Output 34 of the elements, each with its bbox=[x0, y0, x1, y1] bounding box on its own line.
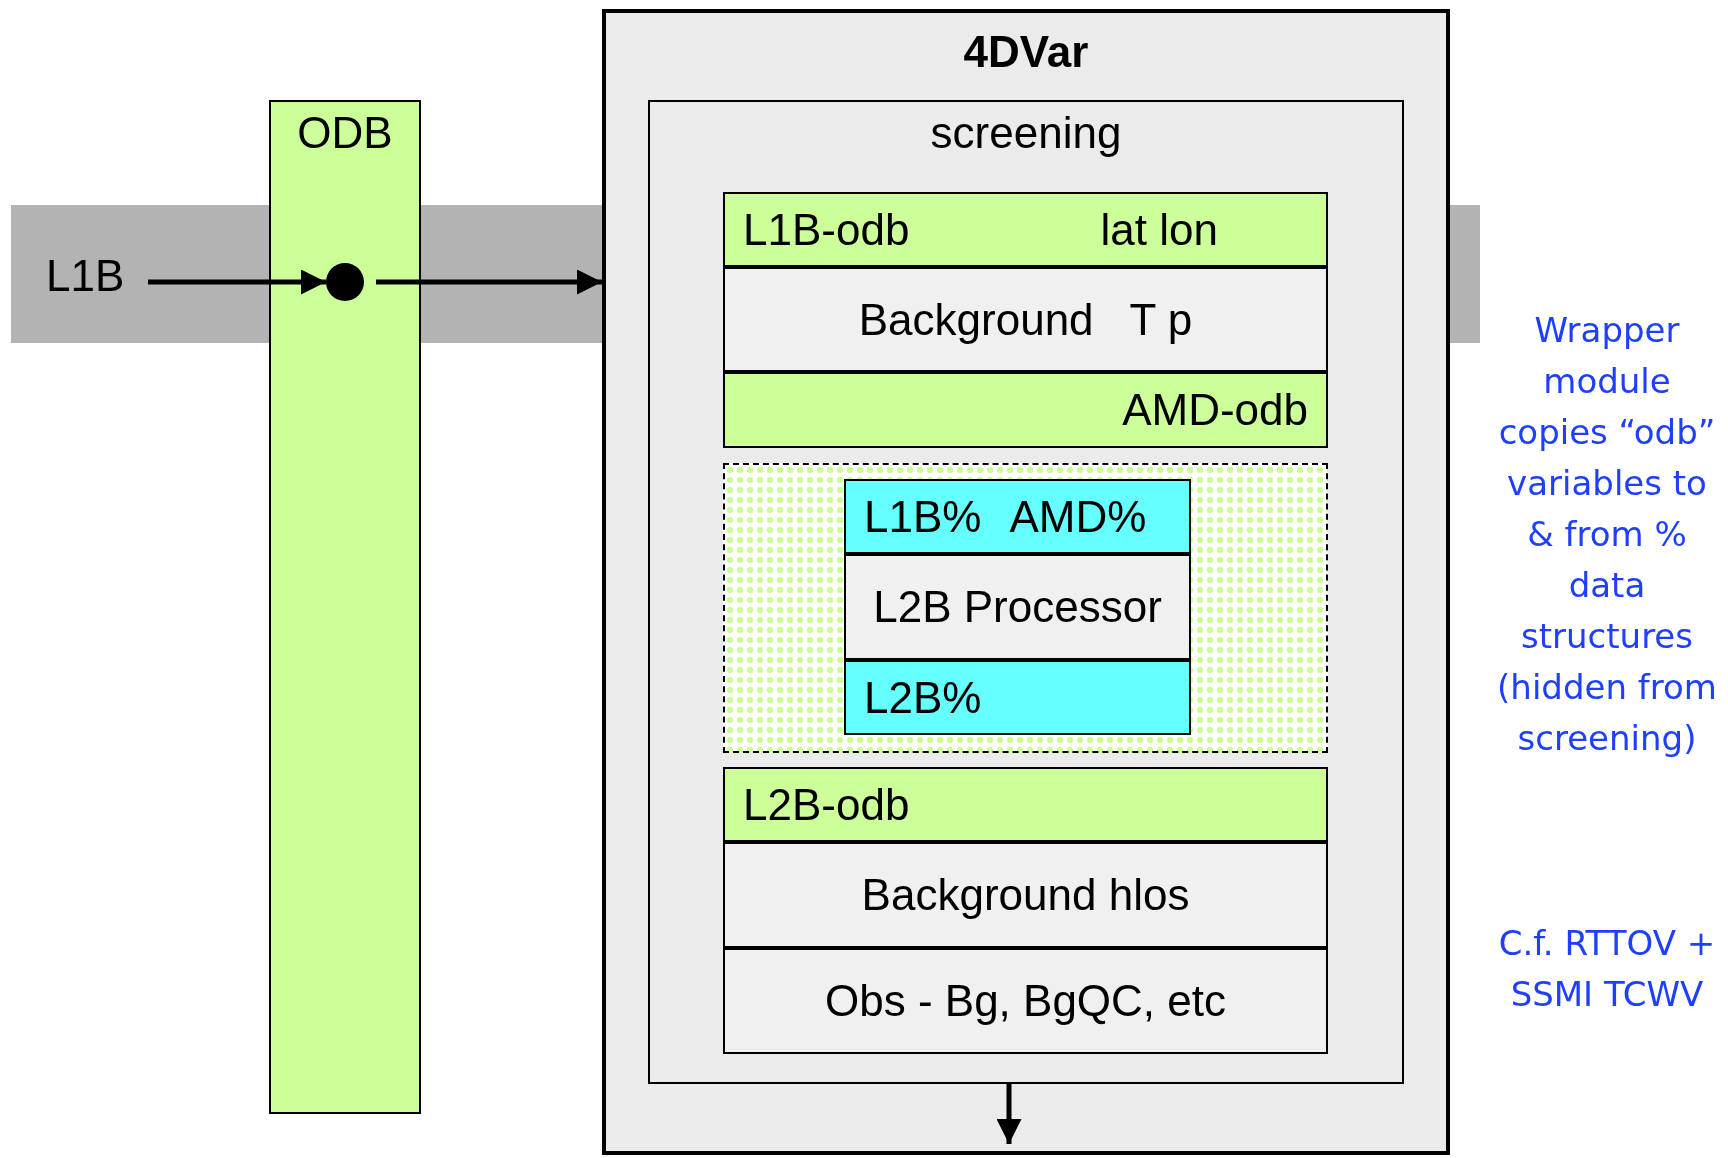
table-row bbox=[844, 660, 1191, 735]
note-text: C.f. RTTOV + SSMI TCWV bbox=[1497, 922, 1717, 1016]
dashed-group-box bbox=[723, 463, 1328, 753]
junction-dot bbox=[326, 263, 364, 301]
arrow bbox=[376, 269, 602, 295]
box-title: 4DVar bbox=[962, 27, 1090, 77]
row-label: L2B% bbox=[864, 672, 982, 723]
table-row bbox=[723, 842, 1328, 948]
row-label: lat lon bbox=[1100, 204, 1218, 255]
row-label: Background T p bbox=[858, 294, 1193, 345]
table-row bbox=[723, 948, 1328, 1054]
row-label: L1B% bbox=[864, 491, 982, 542]
arrow bbox=[996, 1084, 1022, 1144]
input-label: L1B bbox=[46, 251, 125, 301]
row-label: L2B-odb bbox=[743, 779, 910, 830]
table-row bbox=[723, 267, 1328, 372]
table-row bbox=[723, 192, 1328, 267]
container-box bbox=[269, 100, 421, 1114]
box-title: ODB bbox=[296, 108, 394, 158]
note-text: Wrapper module copies “odb” variables to & from % data structures (hidden from screening) bbox=[1496, 309, 1718, 760]
table-row bbox=[723, 372, 1328, 448]
row-label: L1B-odb bbox=[743, 204, 910, 255]
table-row bbox=[723, 767, 1328, 842]
row-label: AMD% bbox=[1009, 491, 1147, 542]
row-label: Obs - Bg, BgQC, etc bbox=[825, 976, 1226, 1026]
box-title: screening bbox=[929, 108, 1123, 158]
container-box bbox=[602, 9, 1450, 1155]
table-row bbox=[844, 479, 1191, 554]
table-row bbox=[844, 554, 1191, 660]
row-label: L2B Processor bbox=[873, 582, 1162, 632]
row-label: AMD-odb bbox=[1122, 385, 1308, 435]
container-box bbox=[648, 100, 1404, 1084]
row-label: Background hlos bbox=[861, 870, 1190, 920]
arrow bbox=[148, 269, 326, 295]
